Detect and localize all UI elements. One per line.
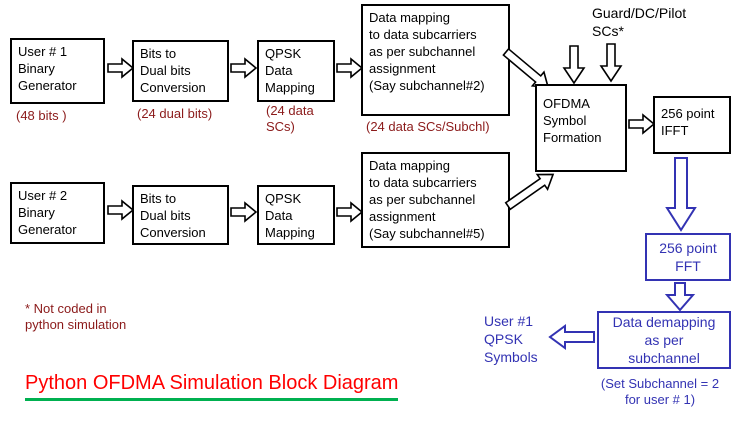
block-256-point-fft: 256 point FFT: [645, 233, 731, 281]
flow-arrow-right-icon: [107, 57, 135, 79]
user1-qpsk-output-label: User #1 QPSK Symbols: [484, 313, 538, 366]
note-24-data-scs: (24 data SCs): [266, 103, 314, 135]
block-user1-qpsk-mapping: QPSK Data Mapping: [257, 40, 335, 102]
block-user2-qpsk-mapping: QPSK Data Mapping: [257, 185, 335, 245]
block-data-demapping: Data demapping as per subchannel: [597, 311, 731, 369]
block-user1-binary-generator: User # 1 Binary Generator: [10, 38, 105, 104]
flow-arrow-right-icon: [336, 201, 364, 223]
block-user2-subcarrier-mapping: Data mapping to data subcarriers as per …: [361, 152, 510, 248]
note-24-dual-bits: (24 dual bits): [137, 106, 213, 121]
flow-arrow-right-icon: [336, 57, 364, 79]
not-coded-footnote: * Not coded in python simulation: [25, 301, 127, 333]
guard-scs-down-arrow-icon: [562, 45, 586, 85]
demap-output-left-arrow-icon: [548, 324, 595, 350]
block-user1-bits-to-dualbits: Bits to Dual bits Conversion: [132, 40, 229, 102]
set-subchannel-note: (Set Subchannel = 2 for user # 1): [600, 376, 720, 408]
flow-arrow-right-icon: [230, 201, 258, 223]
block-user1-subcarrier-mapping: Data mapping to data subcarriers as per …: [361, 4, 510, 116]
channel-down-arrow-icon: [665, 157, 697, 232]
flow-arrow-right-icon: [107, 199, 135, 221]
flow-arrow-right-icon: [230, 57, 258, 79]
block-user2-binary-generator: User # 2 Binary Generator: [10, 182, 105, 244]
block-256-point-ifft: 256 point IFFT: [653, 96, 731, 154]
block-user2-bits-to-dualbits: Bits to Dual bits Conversion: [132, 185, 229, 245]
fft-to-demap-arrow-icon: [664, 282, 696, 312]
flow-arrow-user2-to-ofdma-icon: [504, 173, 555, 211]
flow-arrow-right-icon: [628, 113, 656, 135]
diagram-title: Python OFDMA Simulation Block Diagram: [25, 372, 399, 401]
note-48-bits: (48 bits ): [16, 108, 67, 123]
guard-dc-pilot-label: Guard/DC/Pilot SCs*: [592, 5, 687, 39]
guard-scs-down-arrow-icon: [599, 43, 623, 83]
block-ofdma-symbol-formation: OFDMA Symbol Formation: [535, 84, 627, 172]
note-24-data-scs-subchl: (24 data SCs/Subchl): [366, 119, 490, 134]
